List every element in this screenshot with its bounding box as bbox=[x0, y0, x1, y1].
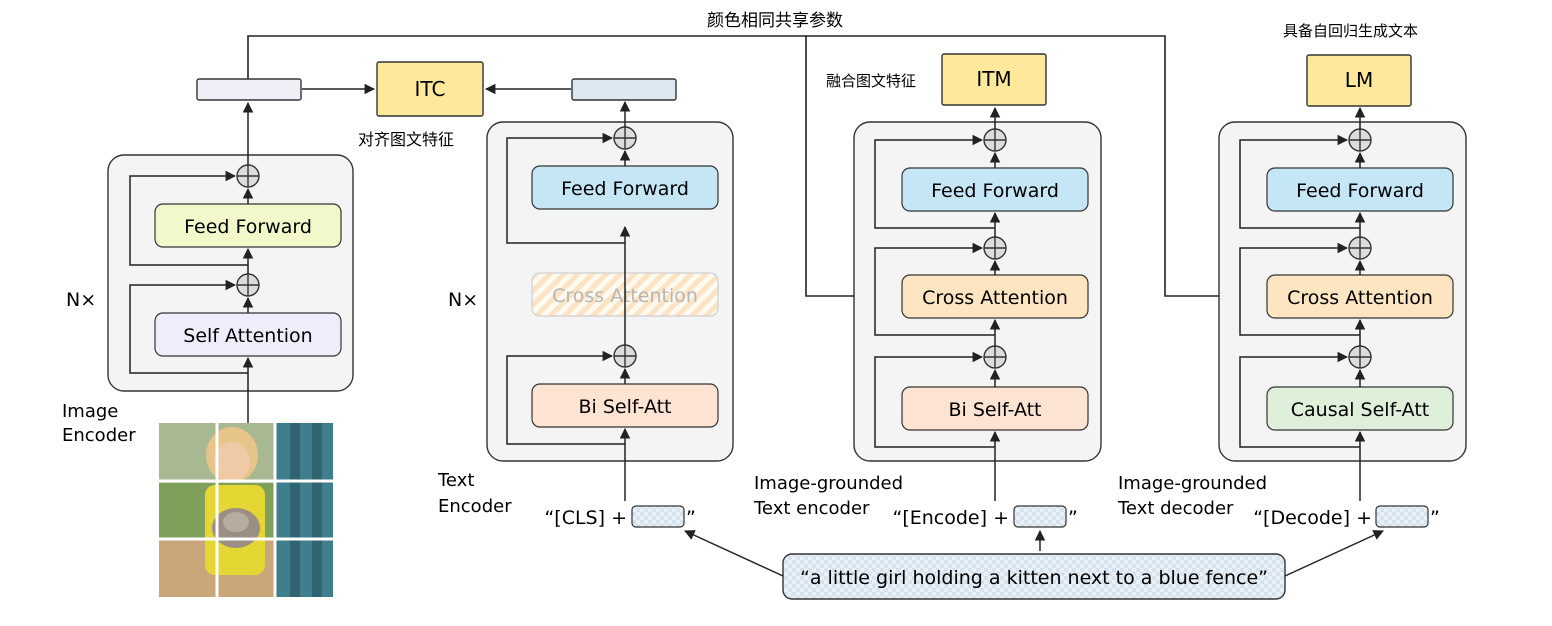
grounded-decoder-caption-2: Text decoder bbox=[1117, 498, 1234, 519]
image-add-node-top bbox=[236, 164, 260, 188]
grounded-encoder-cross-attention-label: Cross Attention bbox=[922, 287, 1068, 309]
image-encoder: N× Feed Forward Self Attention Image Enc… bbox=[62, 78, 354, 597]
text-encoder-flow-lines bbox=[506, 100, 631, 501]
image-encoder-caption-2: Encoder bbox=[62, 425, 136, 446]
image-grounded-text-decoder: LM 具备自回归生成文本 Feed Forward Cross Attentio… bbox=[1117, 22, 1467, 529]
input-photo bbox=[159, 423, 333, 597]
grounded-encoder-add-node-1 bbox=[983, 128, 1007, 152]
caption-box bbox=[782, 553, 1286, 600]
itc-label: ITC bbox=[415, 77, 446, 101]
text-caption: “a little girl holding a kitten next to … bbox=[684, 529, 1384, 600]
text-encoder-caption-1: Text bbox=[437, 470, 474, 491]
image-self-attention-label: Self Attention bbox=[183, 325, 312, 347]
grounded-encoder-input-suffix: ” bbox=[1068, 507, 1078, 529]
text-bi-self-att-label: Bi Self-Att bbox=[578, 396, 671, 418]
grounded-decoder-flow-lines bbox=[1239, 106, 1366, 501]
text-encoder-input-suffix: ” bbox=[686, 507, 696, 529]
itm-label: ITM bbox=[976, 67, 1011, 91]
grounded-encoder-add-node-3 bbox=[983, 345, 1007, 369]
grounded-encoder-caption-2: Text encoder bbox=[753, 498, 870, 519]
image-add-node-bottom bbox=[236, 273, 260, 297]
itc-box bbox=[376, 61, 484, 117]
text-encoder-nx: N× bbox=[448, 289, 478, 311]
grounded-encoder-bi-self-att-label: Bi Self-Att bbox=[948, 399, 1041, 421]
grounded-encoder-caption-1: Image-grounded bbox=[754, 473, 903, 494]
itc-note: 对齐图文特征 bbox=[358, 130, 454, 149]
grounded-decoder-add-node-1 bbox=[1348, 128, 1372, 152]
grounded-decoder-add-node-2 bbox=[1348, 236, 1372, 260]
itm-note: 融合图文特征 bbox=[826, 72, 916, 90]
grounded-decoder-input-suffix: ” bbox=[1430, 507, 1440, 529]
image-feed-forward-label: Feed Forward bbox=[184, 216, 312, 238]
shared-parameter-note: 颜色相同共享参数 bbox=[707, 11, 843, 31]
text-encoder-input-prefix: “[CLS] + bbox=[544, 507, 627, 529]
caption-arrows bbox=[684, 529, 1384, 577]
text-add-node-bottom bbox=[613, 344, 637, 368]
grounded-encoder-input-token bbox=[1013, 505, 1067, 528]
image-grounded-text-encoder: ITM 融合图文特征 Feed Forward Cross Attention … bbox=[753, 53, 1102, 529]
grounded-decoder-caption-1: Image-grounded bbox=[1118, 473, 1267, 494]
text-add-node-top bbox=[613, 126, 637, 150]
grounded-decoder-feed-forward-label: Feed Forward bbox=[1296, 180, 1424, 202]
caption-text: “a little girl holding a kitten next to … bbox=[800, 567, 1268, 589]
grounded-encoder-add-node-2 bbox=[983, 236, 1007, 260]
grounded-decoder-input-token bbox=[1375, 505, 1429, 528]
text-feature-vector bbox=[571, 78, 677, 101]
text-encoder-caption-2: Encoder bbox=[438, 496, 512, 517]
grounded-decoder-input-prefix: “[Decode] + bbox=[1253, 507, 1372, 529]
grounded-decoder-add-node-3 bbox=[1348, 345, 1372, 369]
grounded-encoder-flow-lines bbox=[874, 106, 1001, 501]
grounded-encoder-input-prefix: “[Encode] + bbox=[893, 507, 1010, 529]
text-encoder: N× Feed Forward Cross Attention Bi Self-… bbox=[437, 78, 734, 529]
lm-note: 具备自回归生成文本 bbox=[1283, 22, 1418, 40]
itc-head: ITC 对齐图文特征 bbox=[302, 61, 571, 149]
grounded-decoder-cross-attention-label: Cross Attention bbox=[1287, 287, 1433, 309]
text-encoder-input-token bbox=[631, 505, 685, 528]
image-encoder-caption-1: Image bbox=[62, 401, 118, 422]
text-feed-forward-label: Feed Forward bbox=[561, 178, 689, 200]
lm-label: LM bbox=[1345, 68, 1373, 92]
image-feature-vector bbox=[196, 78, 302, 101]
grounded-encoder-feed-forward-label: Feed Forward bbox=[931, 180, 1059, 202]
itm-box bbox=[941, 53, 1047, 106]
grounded-decoder-causal-self-att-label: Causal Self-Att bbox=[1291, 399, 1430, 421]
image-encoder-nx: N× bbox=[66, 289, 96, 311]
lm-box bbox=[1306, 54, 1412, 107]
image-encoder-flow-lines bbox=[129, 101, 254, 424]
